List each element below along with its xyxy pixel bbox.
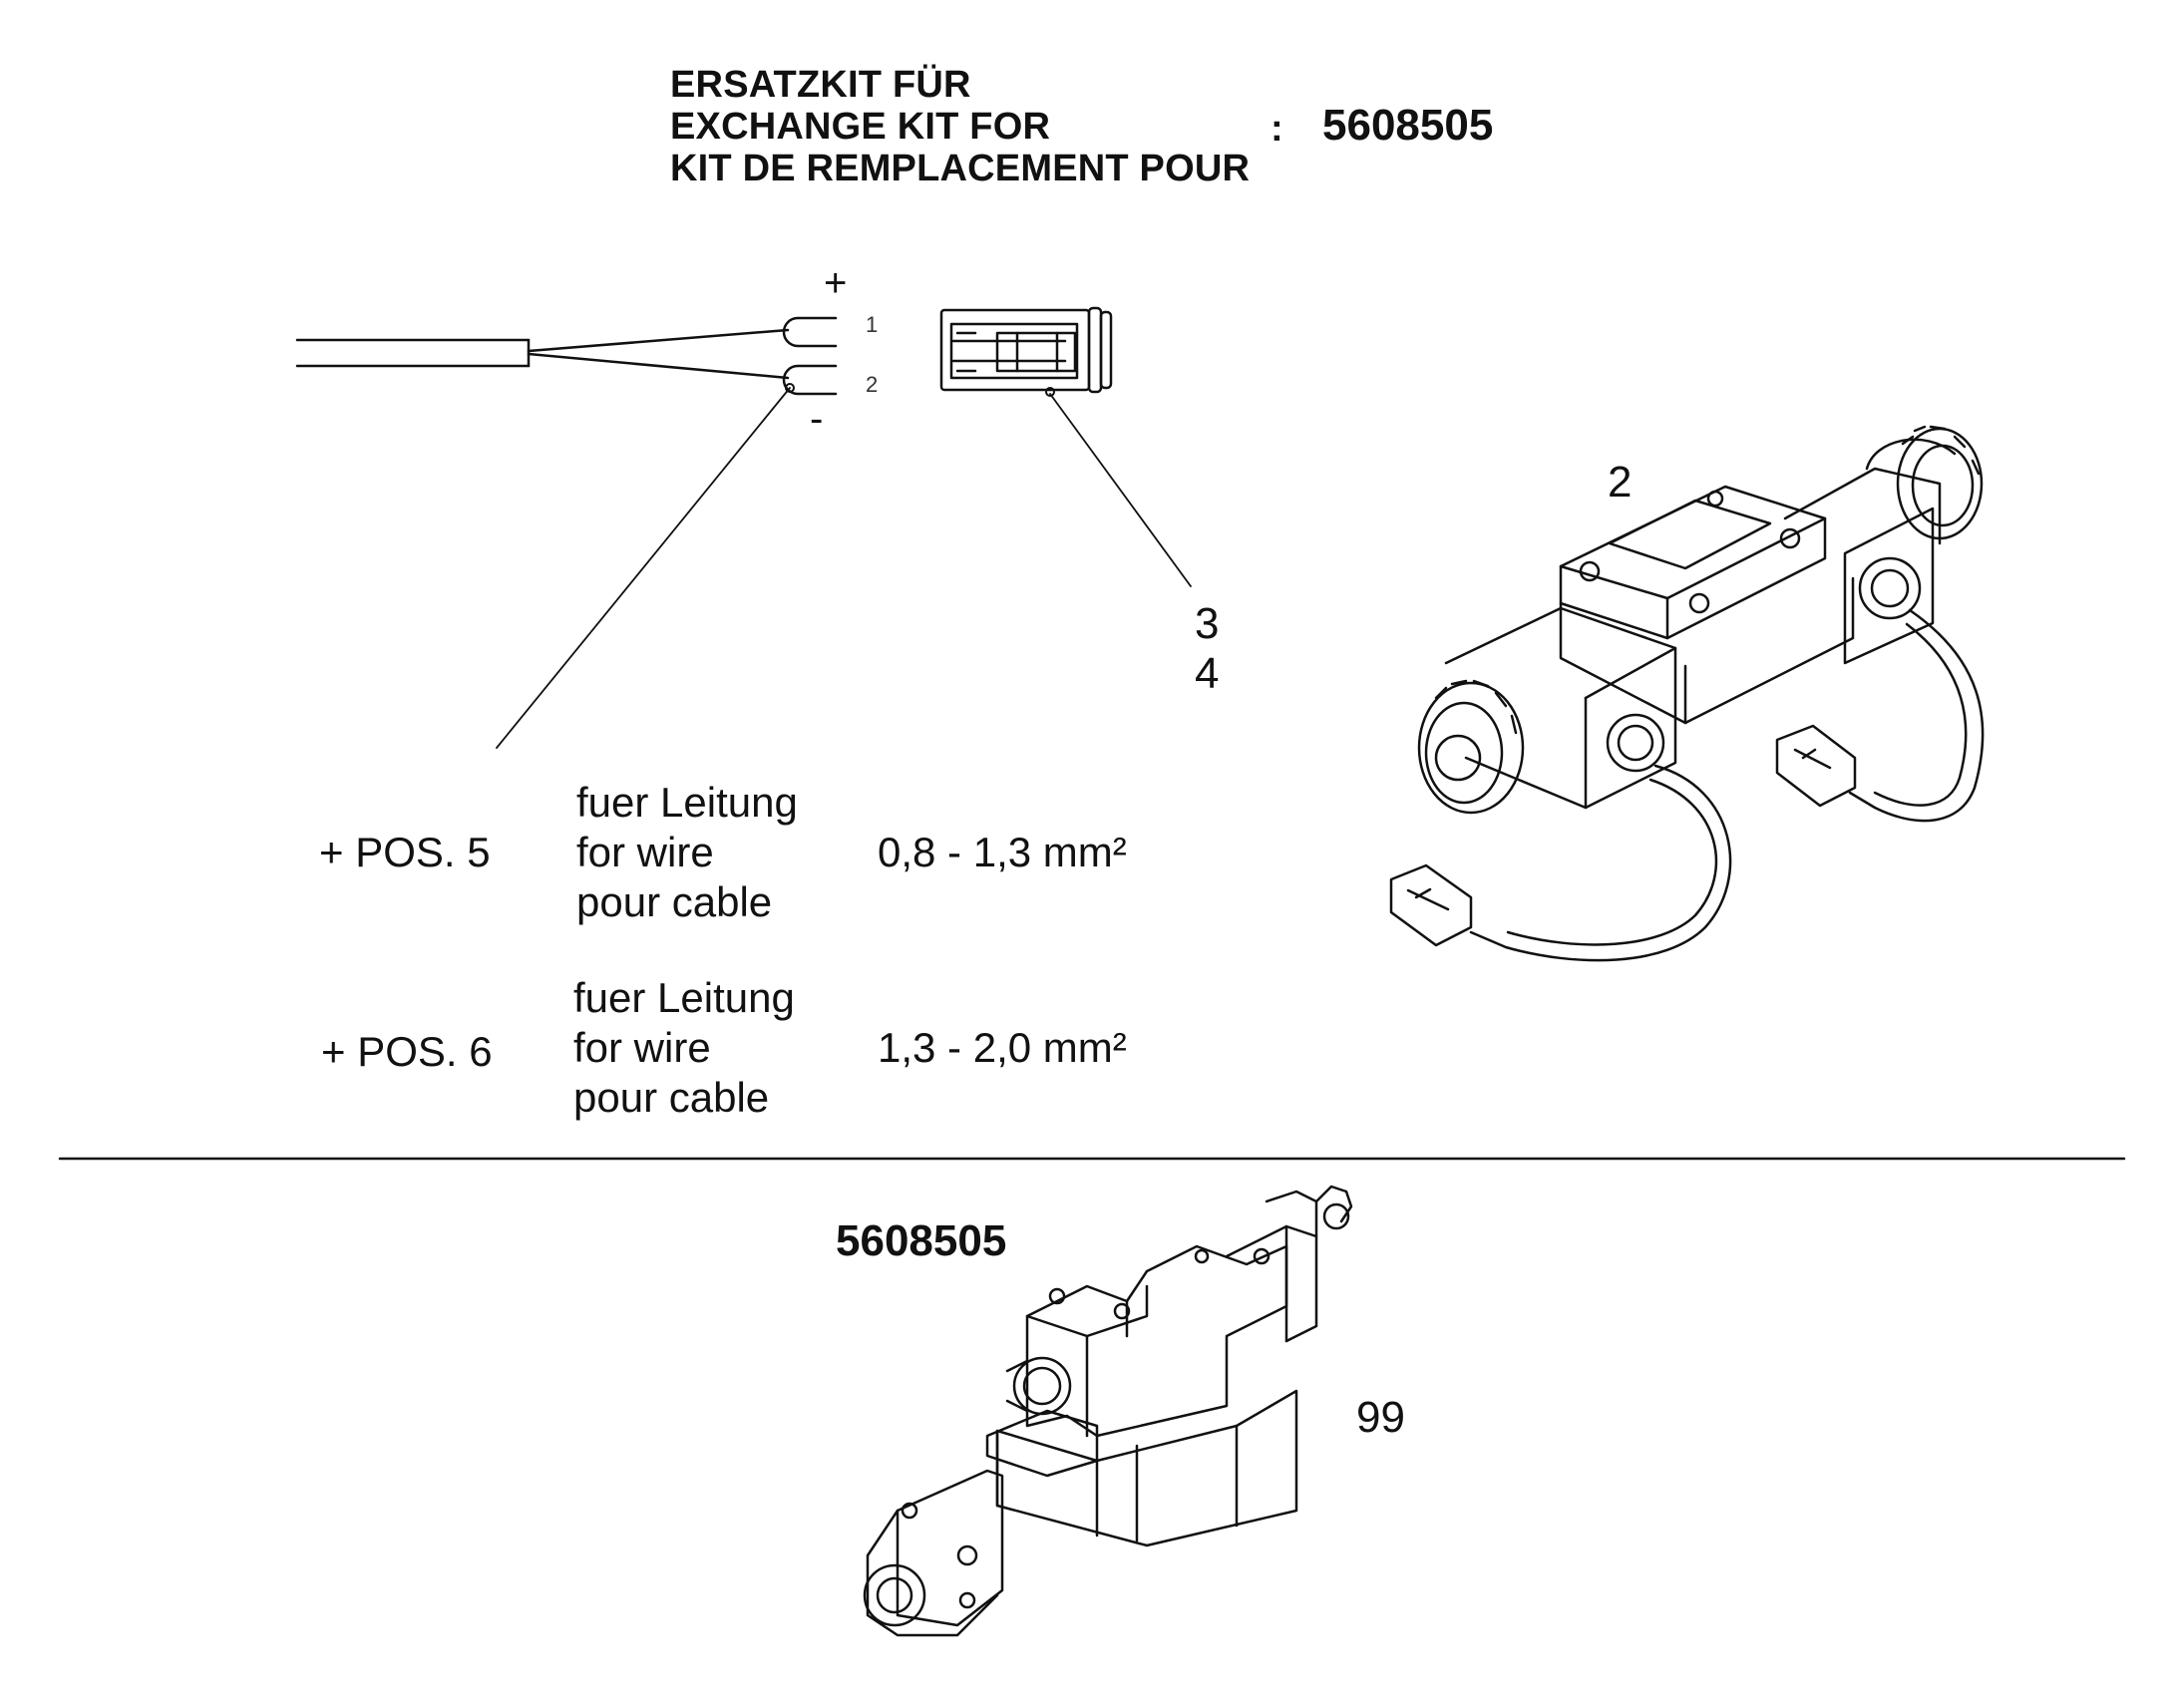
plus-sign: + bbox=[824, 261, 848, 305]
header-line-de: ERSATZKIT FÜR bbox=[670, 64, 971, 106]
spec-pos-5-line-en: for wire bbox=[576, 829, 714, 875]
crimp-terminal-2 bbox=[782, 364, 838, 396]
spec-pos-6-range: 1,3 - 2,0 mm² bbox=[878, 1024, 1127, 1071]
valve-assembly-drawing bbox=[1389, 425, 1985, 962]
cable-drawing bbox=[295, 328, 790, 380]
spec-pos-6-line-fr: pour cable bbox=[573, 1074, 770, 1121]
spec-pos-5-range: 0,8 - 1,3 mm² bbox=[878, 829, 1127, 875]
contact-housing-drawing bbox=[939, 306, 1113, 397]
callout-99: 99 bbox=[1356, 1393, 1405, 1442]
crimp-terminal-1 bbox=[782, 316, 838, 348]
spec-pos-6-line-en: for wire bbox=[573, 1024, 711, 1071]
header-line-fr: KIT DE REMPLACEMENT POUR bbox=[670, 148, 1251, 189]
spec-pos-5-label: + POS. 5 bbox=[319, 829, 491, 875]
header-separator: : bbox=[1271, 108, 1283, 150]
bottom-kit-number: 5608505 bbox=[836, 1216, 1007, 1265]
spec-pos-5-line-fr: pour cable bbox=[576, 878, 773, 925]
valve-item-99-drawing bbox=[863, 1185, 1353, 1637]
spec-pos-6-label: + POS. 6 bbox=[321, 1028, 493, 1075]
leader-line-pos bbox=[496, 387, 791, 749]
terminal-2-label: 2 bbox=[866, 372, 879, 397]
callout-2: 2 bbox=[1608, 458, 1633, 507]
spec-pos-5-line-de: fuer Leitung bbox=[576, 779, 798, 826]
leader-line-3-4 bbox=[1049, 393, 1192, 587]
header-kit-number: 5608505 bbox=[1322, 101, 1494, 150]
minus-sign: - bbox=[810, 397, 824, 441]
header-line-en: EXCHANGE KIT FOR bbox=[670, 106, 1051, 148]
callout-3: 3 bbox=[1195, 599, 1220, 648]
terminal-1-label: 1 bbox=[866, 312, 879, 337]
spec-pos-6-line-de: fuer Leitung bbox=[573, 974, 795, 1021]
callout-4: 4 bbox=[1195, 649, 1220, 698]
